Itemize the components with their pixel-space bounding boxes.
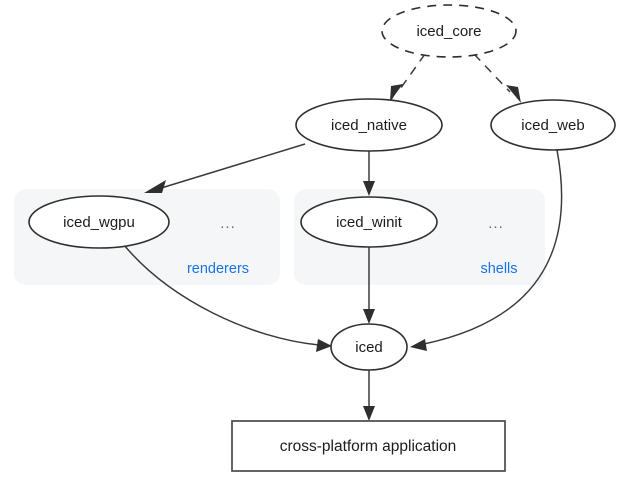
edge-winit-to-iced — [363, 247, 375, 324]
cluster-renderers-label: renderers — [187, 261, 249, 277]
edge-core-to-web-path — [473, 53, 511, 93]
edge-native-to-winit-arrow — [363, 181, 375, 196]
node-iced-winit[interactable]: iced_winit — [300, 196, 438, 248]
node-iced-winit-label: iced_winit — [336, 214, 403, 231]
shells-more-ellipsis: ... — [488, 215, 504, 232]
edge-core-to-native-path — [397, 53, 426, 93]
node-iced-winit-shape[interactable] — [300, 196, 438, 248]
cluster-shells-label: shells — [480, 261, 517, 277]
node-iced-web[interactable]: iced_web — [490, 99, 616, 151]
edge-winit-to-iced-arrow — [363, 309, 375, 324]
node-cross-platform-application[interactable]: cross-platform application — [231, 420, 506, 472]
edge-web-to-iced-arrow — [410, 339, 427, 351]
node-cross-platform-application-shape[interactable] — [231, 420, 506, 472]
edge-wgpu-to-iced-arrow — [316, 339, 332, 352]
node-iced-wgpu-shape[interactable] — [28, 195, 170, 249]
edge-native-to-wgpu-arrow — [144, 180, 166, 193]
renderers-more-ellipsis: ... — [220, 215, 236, 232]
node-iced-native-shape[interactable] — [295, 98, 443, 152]
edge-wgpu-to-iced — [123, 244, 332, 352]
edge-web-to-iced — [410, 149, 563, 351]
edge-native-to-wgpu-path — [157, 143, 306, 190]
node-iced-web-shape[interactable] — [490, 99, 616, 151]
node-iced-core-shape[interactable] — [381, 4, 517, 58]
edge-core-to-native-arrow — [390, 84, 403, 101]
node-iced-core[interactable]: iced_core — [381, 4, 517, 58]
node-iced-core-label: iced_core — [416, 23, 481, 40]
edge-native-to-wgpu — [144, 143, 306, 193]
edge-core-to-native — [389, 53, 426, 104]
node-iced-native[interactable]: iced_native — [295, 98, 443, 152]
node-iced-label: iced — [355, 339, 383, 356]
edge-wgpu-to-iced-path — [123, 244, 320, 346]
node-iced-wgpu[interactable]: iced_wgpu — [28, 195, 170, 249]
node-iced-wgpu-label: iced_wgpu — [63, 214, 135, 231]
edge-iced-to-app-arrow — [363, 406, 375, 421]
node-cross-platform-application-label: cross-platform application — [280, 438, 457, 455]
edge-native-to-winit — [363, 151, 375, 196]
edge-core-to-web-arrow — [506, 85, 521, 103]
node-iced-web-label: iced_web — [521, 117, 584, 134]
edge-iced-to-app — [363, 370, 375, 421]
node-iced-native-label: iced_native — [331, 117, 407, 134]
node-iced-shape[interactable] — [330, 323, 408, 371]
edge-core-to-web — [473, 53, 521, 103]
edge-web-to-iced-path — [423, 149, 563, 345]
node-iced[interactable]: iced — [330, 323, 408, 371]
